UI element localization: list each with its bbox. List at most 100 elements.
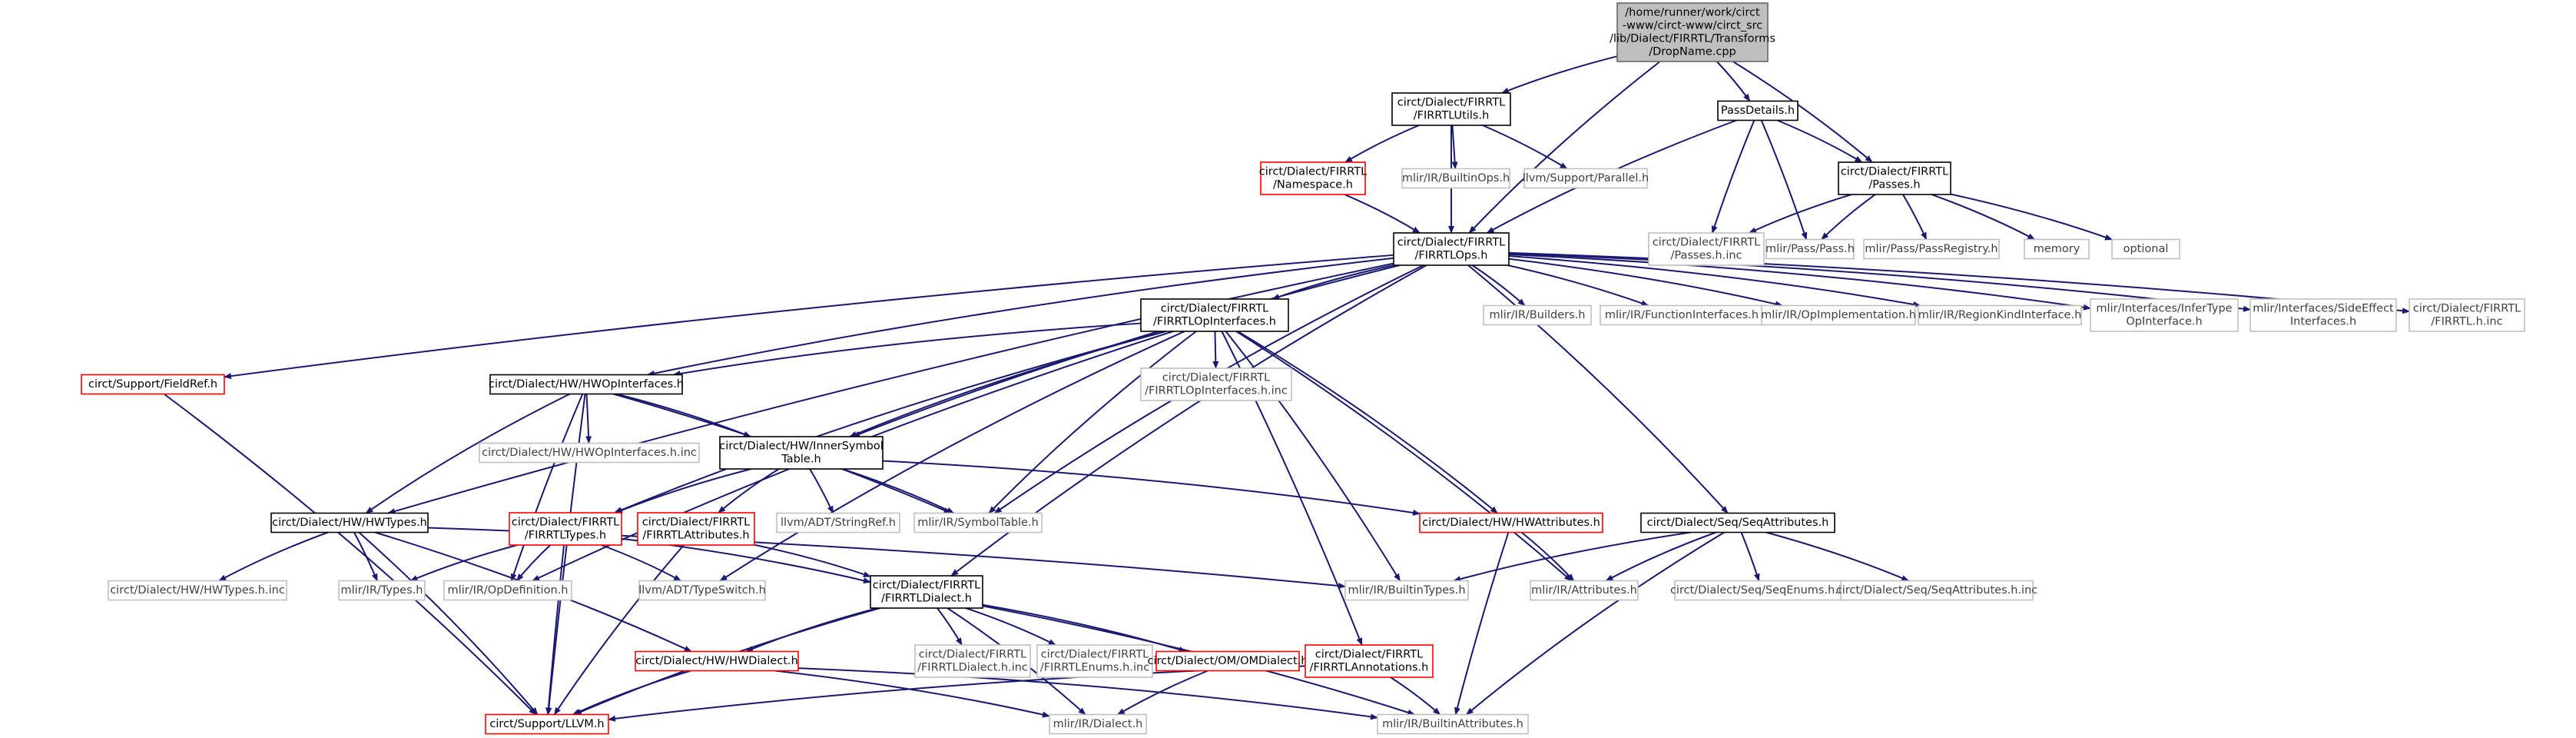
node-memory[interactable]: memory [2024,238,2090,260]
node-optional[interactable]: optional [2111,238,2180,260]
node-seqattrsinc[interactable]: circt/Dialect/Seq/SeqAttributes.h.inc [1836,580,2038,601]
node-passregistry[interactable]: mlir/Pass/PassRegistry.h [1863,238,2000,260]
node-hwtypesinc[interactable]: circt/Dialect/HW/HWTypes.h.inc [108,580,287,601]
edge-opifaces-to-builtintypes [1225,331,1401,582]
edge-root-to-passdetails [1716,61,1751,102]
node-hwdialect[interactable]: circt/Dialect/HW/HWDialect.h [635,650,799,672]
node-builtinattrs[interactable]: mlir/IR/BuiltinAttributes.h [1377,713,1529,735]
node-box-builtinattrs [1377,713,1529,735]
node-label-parallel: llvm/Support/Parallel.h [1523,172,1649,184]
node-builders[interactable]: mlir/IR/Builders.h [1483,304,1592,326]
node-label-attributes: mlir/IR/Attributes.h [1531,584,1637,597]
node-opdef[interactable]: mlir/IR/OpDefinition.h [443,580,572,601]
node-firrtlops[interactable]: circt/Dialect/FIRRTL/FIRRTLOps.h [1393,232,1510,266]
node-label-dialectinc: circt/Dialect/FIRRTL [919,649,1026,661]
node-label-passesinc: circt/Dialect/FIRRTL [1653,237,1760,249]
node-irdialect[interactable]: mlir/IR/Dialect.h [1049,713,1147,735]
edge-firrtltypes-to-llvmh [545,544,565,716]
node-llvmh[interactable]: circt/Support/LLVM.h [485,713,609,735]
node-seqenums[interactable]: circt/Dialect/Seq/SeqEnums.h.inc [1670,580,1855,601]
node-box-optional [2111,238,2180,260]
node-label-annotations: /FIRRTLAnnotations.h [1310,662,1429,674]
node-firrtlutils[interactable]: circt/Dialect/FIRRTL/FIRRTLUtils.h [1391,92,1511,126]
node-namespace[interactable]: circt/Dialect/FIRRTL/Namespace.h [1259,161,1367,195]
node-stringref[interactable]: llvm/ADT/StringRef.h [776,512,900,534]
node-box-infertype [2090,298,2239,332]
node-opifacesinc[interactable]: circt/Dialect/FIRRTL/FIRRTLOpInterfaces.… [1140,367,1292,401]
edge-firrtltypes-to-irtypes [409,544,518,582]
node-label-seqattrsinc: circt/Dialect/Seq/SeqAttributes.h.inc [1836,584,2038,597]
node-annotations[interactable]: circt/Dialect/FIRRTL/FIRRTLAnnotations.h [1305,644,1434,678]
node-parallel[interactable]: llvm/Support/Parallel.h [1523,168,1649,189]
node-label-enumsinc: /FIRRTLEnums.h.inc [1040,662,1149,674]
node-opimpl[interactable]: mlir/IR/OpImplementation.h [1761,304,1916,326]
node-box-enumsinc [1036,644,1153,678]
node-fieldref[interactable]: circt/Support/FieldRef.h [81,374,225,395]
node-passes[interactable]: circt/Dialect/FIRRTL/Passes.h [1838,161,1951,195]
node-dialectinc[interactable]: circt/Dialect/FIRRTL/FIRRTLDialect.h.inc [914,644,1031,678]
node-label-funcifaces: mlir/IR/FunctionInterfaces.h [1605,309,1759,321]
node-label-hwattrs: circt/Dialect/HW/HWAttributes.h [1422,517,1600,529]
edge-firrtlops-to-hwopifaces [646,257,1394,377]
node-opifaces[interactable]: circt/Dialect/FIRRTL/FIRRTLOpInterfaces.… [1140,298,1289,332]
node-builtintypes[interactable]: mlir/IR/BuiltinTypes.h [1344,580,1469,601]
node-label-firrtlattrs: circt/Dialect/FIRRTL [642,517,750,529]
node-hwattrs[interactable]: circt/Dialect/HW/HWAttributes.h [1419,512,1603,534]
node-regionkind[interactable]: mlir/IR/RegionKindInterface.h [1918,304,2082,326]
edge-root-to-firrtlops [1468,61,1661,234]
node-box-opimpl [1761,304,1916,326]
node-box-firrtldialect [870,575,983,609]
node-root[interactable]: /home/runner/work/circt-www/circt-www/ci… [1610,2,1775,62]
node-builtinops[interactable]: mlir/IR/BuiltinOps.h [1401,168,1510,189]
node-firrtltypes[interactable]: circt/Dialect/FIRRTL/FIRRTLTypes.h [509,512,622,546]
node-label-firrtldialect: circt/Dialect/FIRRTL [873,580,980,592]
node-box-passesinc [1648,232,1765,266]
edge-firrtlutils-to-builtinops [1451,125,1458,170]
node-passesinc[interactable]: circt/Dialect/FIRRTL/Passes.h.inc [1648,232,1765,266]
node-label-root: /home/runner/work/circt [1625,7,1760,19]
node-funcifaces[interactable]: mlir/IR/FunctionInterfaces.h [1600,304,1764,326]
node-symboltable[interactable]: mlir/IR/SymbolTable.h [913,512,1043,534]
node-label-builtinattrs: mlir/IR/BuiltinAttributes.h [1382,718,1523,730]
node-label-opimpl: mlir/IR/OpImplementation.h [1761,309,1916,321]
edge-hwdialect-to-irdialect [774,670,1050,718]
node-box-memory [2024,238,2090,260]
node-label-firrtltypes: circt/Dialect/FIRRTL [512,517,619,529]
node-label-firrtltypes: /FIRRTLTypes.h [525,530,606,542]
node-attributes[interactable]: mlir/IR/Attributes.h [1530,580,1639,601]
node-box-passregistry [1863,238,2000,260]
node-typeswitch[interactable]: llvm/ADT/TypeSwitch.h [638,580,766,601]
node-box-funcifaces [1600,304,1764,326]
edge-innersym-to-firrtlattrs [718,468,780,514]
node-firrtldialect[interactable]: circt/Dialect/FIRRTL/FIRRTLDialect.h [870,575,983,609]
node-label-firrtlops: circt/Dialect/FIRRTL [1397,237,1505,249]
edge-hwdialect-to-builtinattrs [797,667,1378,720]
edge-namespace-to-firrtlops [1344,194,1421,234]
node-hwopifaces[interactable]: circt/Dialect/HW/HWOpInterfaces.h [489,374,684,395]
node-mlirpass[interactable]: mlir/Pass/Pass.h [1765,238,1855,260]
node-label-namespace: circt/Dialect/FIRRTL [1259,166,1367,178]
edge-seqattrs-to-builtinattrs [1465,531,1725,716]
node-passdetails[interactable]: PassDetails.h [1717,100,1799,121]
node-label-firrtlinc: /FIRRTL.h.inc [2431,316,2502,328]
node-label-builtinops: mlir/IR/BuiltinOps.h [1402,172,1510,184]
node-hwtypes[interactable]: circt/Dialect/HW/HWTypes.h [270,512,429,534]
node-box-builtintypes [1344,580,1469,601]
node-box-hwtypes [270,512,429,534]
node-enumsinc[interactable]: circt/Dialect/FIRRTL/FIRRTLEnums.h.inc [1036,644,1153,678]
node-label-innersym: circt/Dialect/HW/InnerSymbol [719,440,883,453]
node-box-irdialect [1049,713,1147,735]
node-label-optional: optional [2123,243,2169,255]
node-firrtlinc[interactable]: circt/Dialect/FIRRTL/FIRRTL.h.inc [2409,298,2525,332]
node-irtypes[interactable]: mlir/IR/Types.h [338,580,426,601]
node-omdialect[interactable]: circt/Dialect/OM/OMDialect.h [1148,650,1308,672]
edge-firrtlops-to-opimpl [1508,258,1783,308]
node-hwopifacesinc[interactable]: circt/Dialect/HW/HWOpInterfaces.h.inc [479,442,700,464]
node-box-hwattrs [1419,512,1603,534]
node-firrtlattrs[interactable]: circt/Dialect/FIRRTL/FIRRTLAttributes.h [637,512,755,546]
node-seqattrs[interactable]: circt/Dialect/Seq/SeqAttributes.h [1640,512,1835,534]
